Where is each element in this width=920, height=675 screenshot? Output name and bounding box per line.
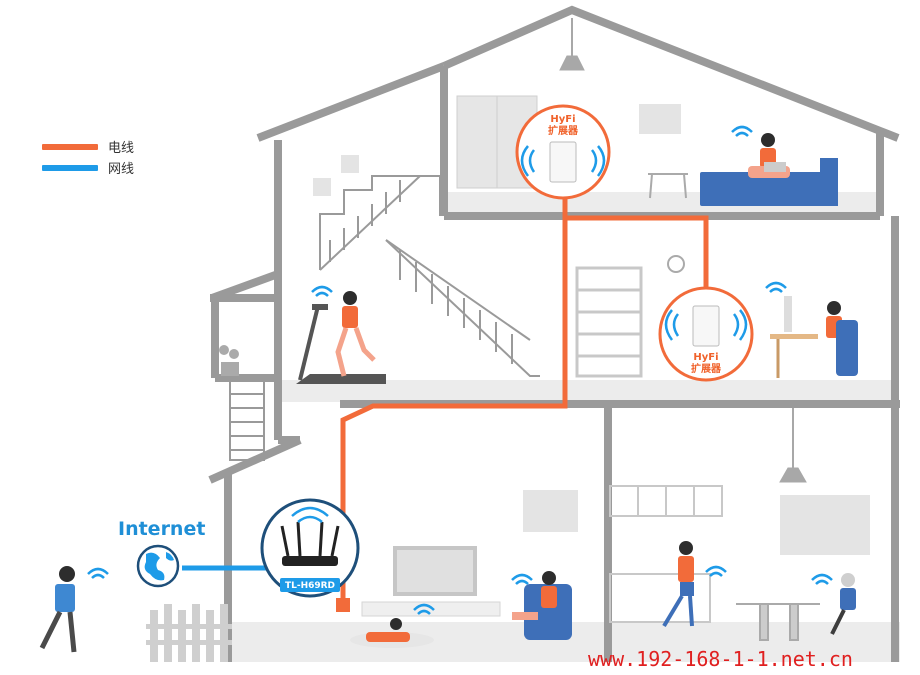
armchair-person	[512, 571, 572, 640]
elder-person	[830, 573, 856, 635]
child-playing	[366, 618, 410, 642]
tv	[393, 546, 477, 596]
hyfi-mid-title: HyFi	[693, 352, 718, 363]
hyfi-mid-subtitle: 扩展器	[691, 362, 722, 375]
power-line-route	[340, 198, 709, 612]
wifi-icon	[811, 573, 833, 585]
bedside-table	[648, 173, 688, 199]
legend-label-power: 电线	[108, 141, 135, 156]
wifi-icon	[413, 603, 435, 615]
wifi-icon	[765, 281, 787, 293]
kitchen-cabinets	[609, 485, 723, 623]
internet-label: Internet	[118, 518, 206, 540]
wall-frames	[313, 104, 870, 555]
legend-swatch-network	[42, 164, 98, 171]
ceiling-lamps	[559, 18, 807, 483]
wifi-icon	[311, 285, 333, 297]
house-outline	[208, 5, 900, 662]
wall-clock	[667, 255, 685, 273]
walking-person	[39, 566, 77, 653]
legend: 电线 网线	[42, 136, 134, 178]
hyfi-top-subtitle: 扩展器	[548, 124, 579, 137]
hyfi-extender-middle: HyFi 扩展器	[658, 286, 754, 382]
study-desk	[770, 296, 858, 378]
bookshelf	[575, 266, 643, 378]
cook-person	[662, 541, 694, 628]
balcony-plants	[219, 345, 239, 376]
wifi-icon	[731, 125, 753, 137]
fence	[146, 604, 232, 662]
router-model-label: TL-H69RD	[285, 581, 335, 591]
bed-head	[820, 158, 838, 206]
power-socket	[336, 598, 350, 612]
globe-icon	[136, 544, 180, 588]
wifi-icon	[511, 573, 533, 585]
staircase	[319, 175, 540, 377]
hyfi-top-title: HyFi	[550, 114, 575, 125]
second-floor-floor	[282, 380, 894, 402]
hyfi-extender-top: HyFi 扩展器	[515, 104, 611, 200]
wifi-icon	[705, 565, 727, 577]
wifi-signal-icons	[87, 125, 833, 615]
router-badge: TL-H69RD	[260, 498, 360, 598]
dining-table	[736, 603, 820, 641]
bed	[700, 172, 838, 206]
legend-row-network: 网线	[42, 157, 134, 178]
wifi-icon	[87, 567, 109, 579]
person-laptop-bed	[748, 133, 790, 178]
legend-swatch-power	[42, 143, 98, 150]
balcony-stairs	[229, 379, 265, 461]
treadmill	[296, 291, 386, 384]
legend-row-power: 电线	[42, 136, 134, 157]
legend-label-network: 网线	[108, 162, 135, 177]
watermark: www.192-168-1-1.net.cn	[588, 647, 853, 671]
